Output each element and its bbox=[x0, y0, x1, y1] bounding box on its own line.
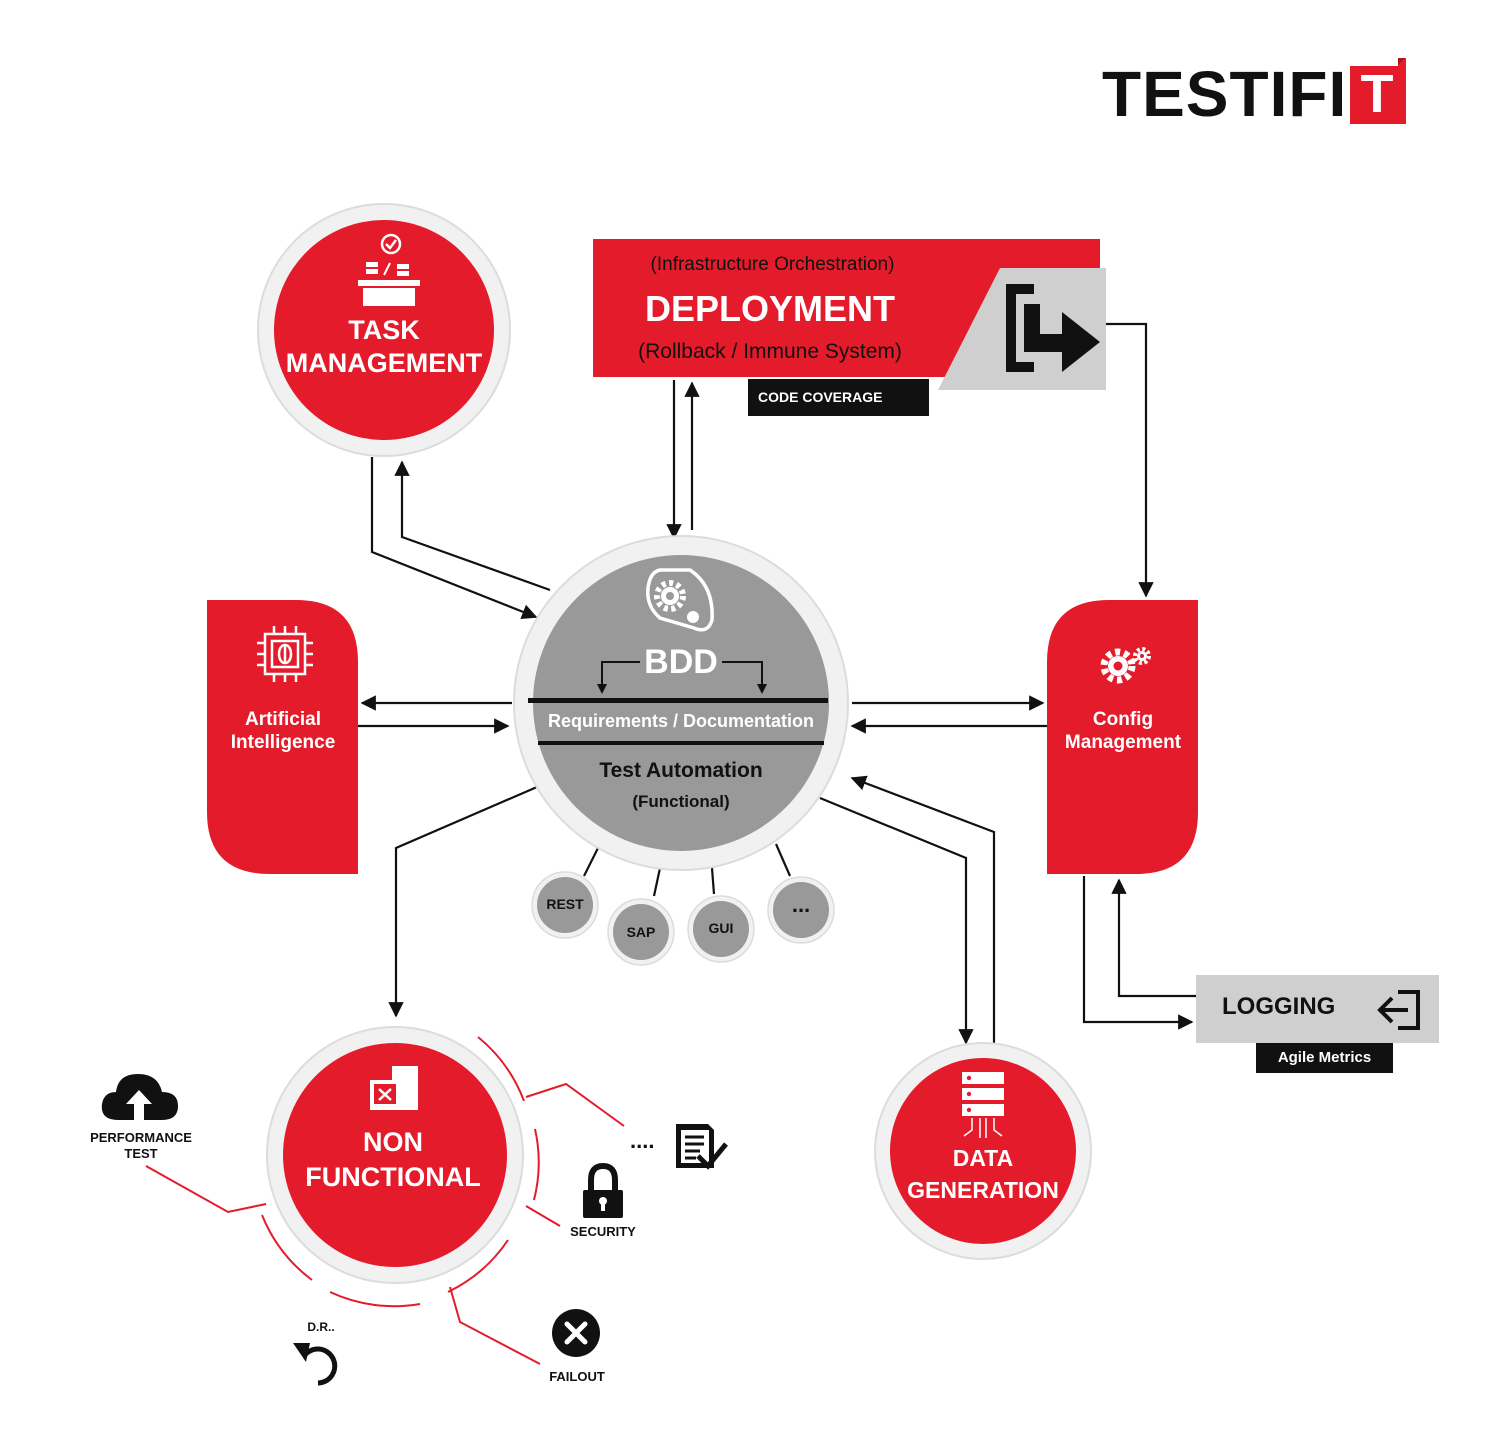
gear-chain-icon bbox=[646, 568, 714, 632]
arrow-deploy-to-config bbox=[1106, 322, 1154, 598]
arrow-datagen-to-bdd bbox=[850, 775, 996, 1043]
code-coverage-badge: CODE COVERAGE bbox=[748, 379, 929, 416]
arrow-config-to-logging bbox=[1082, 876, 1194, 1030]
bdd-test-automation: Test Automation bbox=[599, 759, 763, 782]
performance-test-label: PERFORMANCE TEST bbox=[90, 1130, 192, 1161]
logging-label: LOGGING bbox=[1222, 993, 1336, 1020]
interface-more: ... bbox=[791, 892, 811, 917]
arrow-bdd-to-datagen bbox=[819, 796, 974, 1045]
login-arrow-icon bbox=[1377, 990, 1420, 1030]
data-generation-node bbox=[874, 1042, 1092, 1260]
bdd-requirements-band: Requirements / Documentation bbox=[547, 711, 815, 731]
arrow-logging-to-config bbox=[1111, 878, 1196, 998]
ai-node bbox=[207, 600, 358, 874]
deployment-title: DEPLOYMENT bbox=[644, 288, 895, 329]
close-circle-icon bbox=[552, 1309, 600, 1357]
arrow-bdd-to-task bbox=[394, 460, 551, 592]
lock-icon bbox=[583, 1162, 623, 1218]
ai-label: Artificial Intelligence bbox=[230, 709, 336, 754]
deployment-subtitle-top: (Infrastructure Orchestration) bbox=[650, 254, 895, 275]
gears-icon bbox=[1100, 647, 1151, 684]
connectors bbox=[358, 322, 1196, 1045]
bdd-title: BDD bbox=[644, 643, 718, 681]
config-label: Config Management bbox=[1064, 709, 1182, 754]
non-functional-label: NON FUNCTIONAL bbox=[305, 1127, 481, 1193]
non-functional-node bbox=[266, 1026, 524, 1284]
task-management-label: TASK MANAGEMENT bbox=[285, 315, 483, 378]
sheet-x-icon bbox=[370, 1066, 418, 1110]
config-node bbox=[1047, 600, 1198, 874]
testifi-logo-mark: T bbox=[1350, 58, 1406, 124]
task-desk-icon bbox=[358, 233, 420, 306]
interface-gui: GUI bbox=[708, 920, 734, 936]
deployment-subtitle-bottom: (Rollback / Immune System) bbox=[638, 340, 902, 363]
server-icon bbox=[962, 1072, 1004, 1138]
interface-rest: REST bbox=[546, 896, 584, 912]
interface-sap: SAP bbox=[626, 924, 656, 940]
deploy-exit-icon bbox=[1006, 284, 1100, 372]
chip-brain-icon bbox=[257, 626, 313, 682]
interface-bubbles bbox=[531, 871, 835, 966]
task-management-node bbox=[257, 203, 511, 457]
dr-label: D.R.. bbox=[307, 1320, 335, 1334]
svg-text:T: T bbox=[1361, 64, 1394, 124]
agile-metrics-badge: Agile Metrics bbox=[1256, 1043, 1393, 1073]
failout-label: FAILOUT bbox=[549, 1369, 605, 1384]
cloud-upload-icon bbox=[101, 1074, 178, 1120]
arrow-bdd-to-nonfunctional bbox=[388, 785, 538, 1018]
arrow-task-to-bdd bbox=[370, 457, 538, 620]
non-functional-arcs bbox=[145, 1036, 625, 1365]
security-label: SECURITY bbox=[570, 1224, 636, 1239]
checklist-icon bbox=[676, 1124, 728, 1170]
undo-icon bbox=[293, 1343, 338, 1386]
bdd-node bbox=[513, 535, 849, 871]
brand-name: TESTIFI bbox=[1102, 58, 1348, 130]
data-generation-label: DATA GENERATION bbox=[907, 1145, 1059, 1204]
bdd-functional: (Functional) bbox=[632, 792, 730, 811]
more-dots-label: .... bbox=[630, 1128, 655, 1153]
